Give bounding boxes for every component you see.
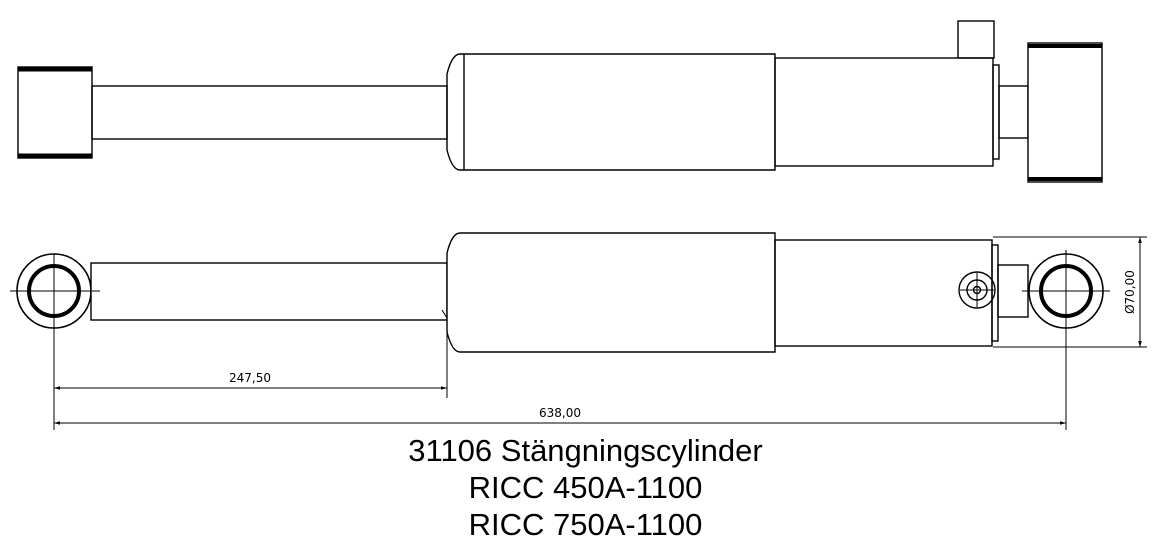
top-right-end-block <box>1027 42 1103 183</box>
title-line-2: RICC 450A-1100 <box>468 470 703 505</box>
top-cylinder-section <box>774 57 994 167</box>
title-line-1: 31106 Stängningscylinder <box>408 433 763 468</box>
side-cylinder-barrel <box>446 232 776 353</box>
technical-drawing: 247,50 638,00 Ø70,00 <box>10 20 1147 430</box>
centre-lines <box>10 250 1110 338</box>
side-piston-rod <box>90 262 448 321</box>
top-end-flange <box>992 64 1000 160</box>
diameter-label: Ø70,00 <box>1123 270 1137 314</box>
dimension-lines <box>53 236 1147 430</box>
top-lug <box>957 20 995 59</box>
title-line-3: RICC 750A-1100 <box>468 507 703 542</box>
side-view <box>16 232 1104 353</box>
top-neck <box>998 85 1029 139</box>
rod-length-label: 247,50 <box>229 371 271 385</box>
top-left-end-block <box>17 66 93 159</box>
overall-length-label: 638,00 <box>539 406 581 420</box>
top-cylinder-barrel <box>446 53 776 171</box>
top-piston-rod <box>91 85 448 140</box>
title-block: 31106 Stängningscylinder RICC 450A-1100 … <box>0 432 1171 543</box>
top-view <box>17 20 1103 183</box>
